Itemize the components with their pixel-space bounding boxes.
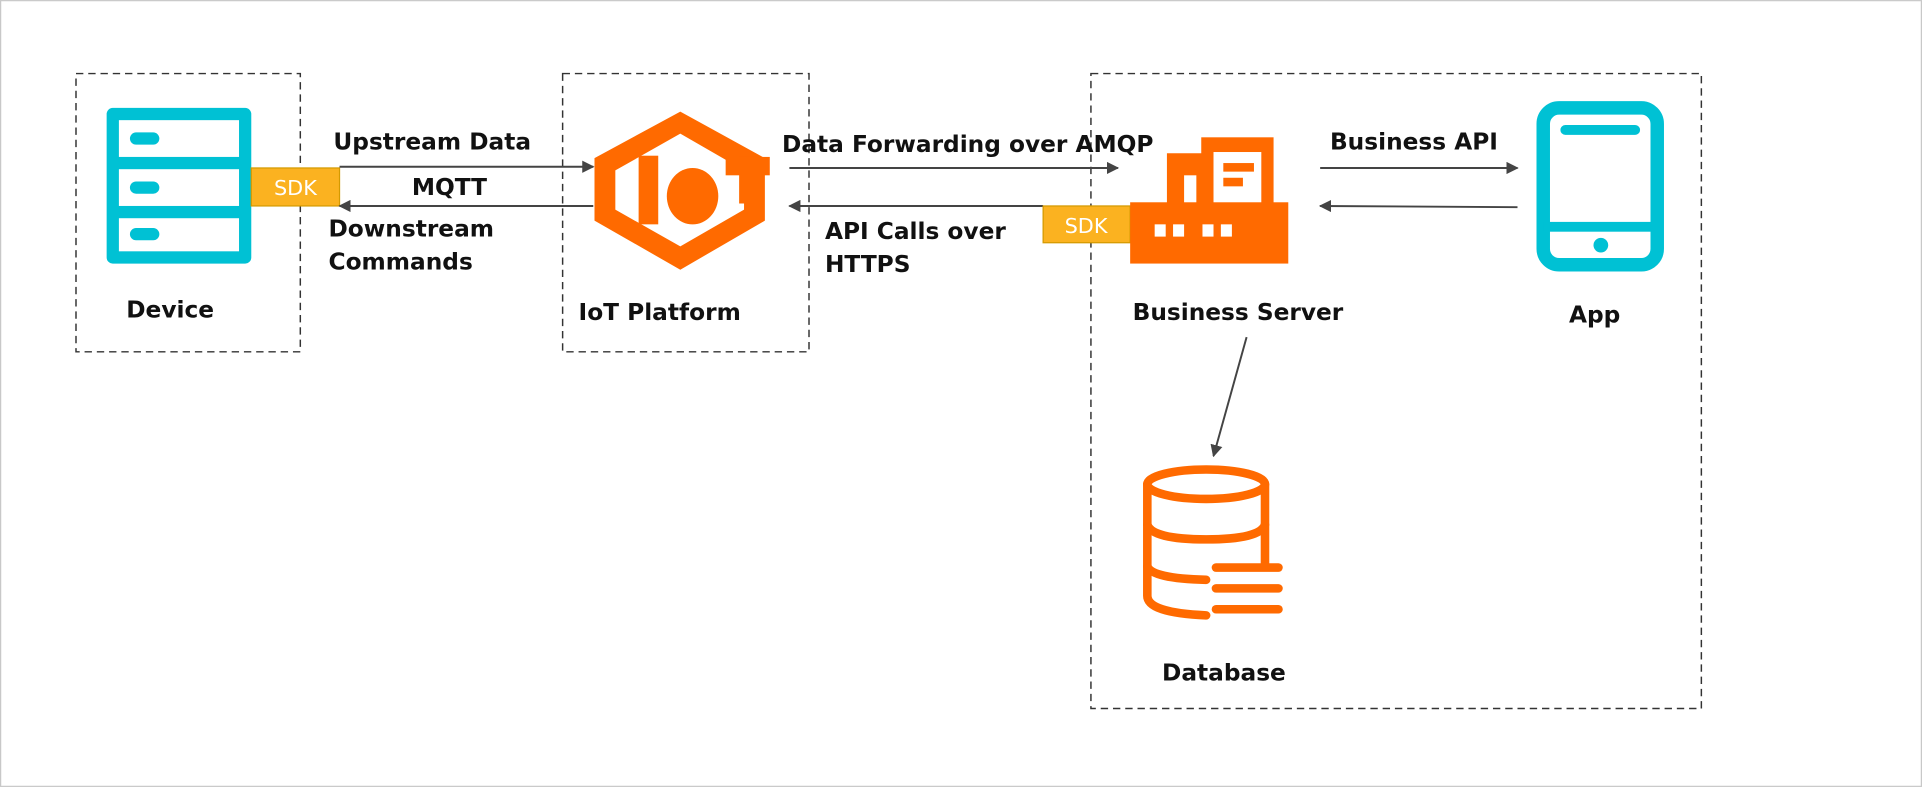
- app-response-arrow: [1318, 199, 1518, 213]
- business-api-label: Business API: [1330, 129, 1498, 156]
- database-icon: [1143, 465, 1283, 620]
- database-arrow: [1210, 336, 1248, 458]
- https-label: HTTPS: [825, 251, 911, 278]
- mqtt-label: MQTT: [412, 174, 487, 201]
- commands-label: Commands: [329, 249, 473, 276]
- sdk-label: SDK: [1065, 214, 1109, 238]
- iot-platform-label: IoT Platform: [579, 299, 741, 326]
- device-sdk-badge: SDK: [250, 167, 341, 207]
- iot-hexagon-icon: [594, 111, 770, 270]
- api-calls-label: API Calls over: [825, 218, 1006, 245]
- device-group: [75, 72, 302, 353]
- sdk-label: SDK: [274, 176, 318, 200]
- business-server-label: Business Server: [1133, 299, 1344, 326]
- smartphone-icon: [1536, 101, 1664, 272]
- database-label: Database: [1162, 659, 1286, 686]
- server-rack-icon: [106, 107, 252, 264]
- forwarding-label: Data Forwarding over AMQP: [782, 131, 1153, 158]
- device-label: Device: [126, 297, 214, 324]
- business-server-icon: [1130, 137, 1289, 264]
- business-group: [1090, 72, 1703, 710]
- downstream-label: Downstream: [329, 216, 495, 243]
- upstream-label: Upstream Data: [333, 129, 531, 156]
- server-sdk-badge: SDK: [1042, 205, 1131, 244]
- iot-platform-group: [561, 72, 810, 353]
- app-label: App: [1569, 301, 1620, 328]
